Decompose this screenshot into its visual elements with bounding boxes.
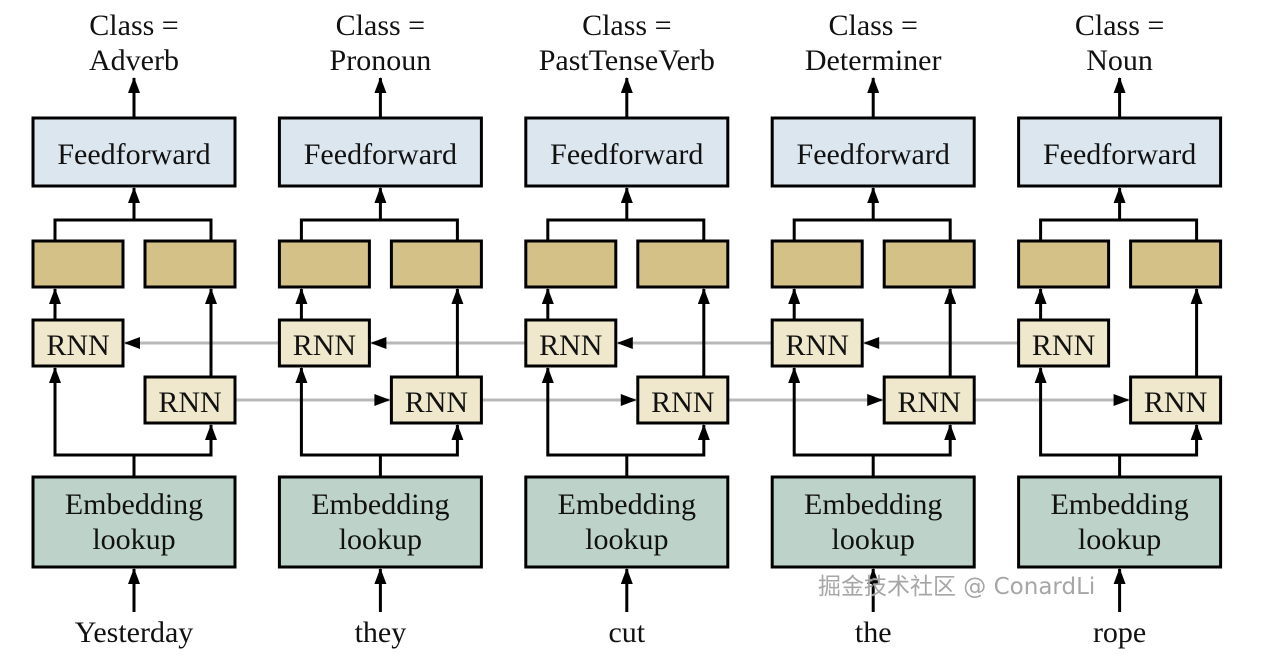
embedding-label-line1: Embedding xyxy=(1050,488,1188,521)
concat-connector xyxy=(1039,218,1199,241)
embedding-to-backward-rnn-arrow xyxy=(49,367,136,477)
feedforward-label: Feedforward xyxy=(550,138,703,171)
input-word: Yesterday xyxy=(75,616,194,649)
forward-rnn-label: RNN xyxy=(158,386,221,419)
embedding-label-line2: lookup xyxy=(832,523,915,556)
forward-state-box xyxy=(882,239,976,289)
forward-state-box xyxy=(143,239,237,289)
forward-rnn-box xyxy=(389,375,483,425)
backward-rnn-box xyxy=(524,318,618,368)
arrow-head xyxy=(370,337,387,349)
feedforward-box xyxy=(770,116,976,188)
feedforward-label: Feedforward xyxy=(57,138,210,171)
embedding-lookup-box xyxy=(770,475,976,569)
arrow-head xyxy=(1113,394,1130,406)
embedding-lookup-box xyxy=(524,475,730,569)
class-label-line1: Class = xyxy=(582,9,671,42)
embedding-label-line1: Embedding xyxy=(804,488,942,521)
concat-connector xyxy=(792,218,952,241)
feedforward-label: Feedforward xyxy=(304,138,457,171)
backward-rnn-box xyxy=(770,318,864,368)
input-word: cut xyxy=(608,616,645,649)
embedding-lookup-box xyxy=(1017,475,1223,569)
embedding-lookup-box xyxy=(31,475,237,569)
feedforward-label: Feedforward xyxy=(797,138,950,171)
backward-state-box xyxy=(1017,239,1111,289)
class-label-value: Determiner xyxy=(805,44,942,77)
embedding-label-line1: Embedding xyxy=(65,488,203,521)
feedforward-box xyxy=(31,116,237,188)
backward-state-box xyxy=(770,239,864,289)
embedding-to-backward-rnn-arrow xyxy=(788,367,875,477)
concat-connector xyxy=(546,218,706,241)
feedforward-box xyxy=(1017,116,1223,188)
feedforward-box xyxy=(277,116,483,188)
arrow-head xyxy=(124,337,140,349)
embedding-label-line2: lookup xyxy=(339,523,422,556)
class-label-line1: Class = xyxy=(336,9,425,42)
backward-rnn-box xyxy=(277,318,371,368)
embedding-to-forward-rnn-arrow xyxy=(1119,424,1203,457)
class-label-line1: Class = xyxy=(1075,9,1164,42)
embedding-label-line1: Embedding xyxy=(558,488,696,521)
backward-rnn-label: RNN xyxy=(539,329,602,362)
arrow-head xyxy=(620,394,637,406)
input-word: the xyxy=(855,616,892,649)
embedding-label-line2: lookup xyxy=(1078,523,1161,556)
backward-rnn-label: RNN xyxy=(293,329,356,362)
embedding-label-line2: lookup xyxy=(92,523,175,556)
input-word: they xyxy=(355,616,407,649)
backward-state-box xyxy=(277,239,371,289)
embedding-to-backward-rnn-arrow xyxy=(295,367,382,477)
embedding-label-line2: lookup xyxy=(585,523,668,556)
forward-state-box xyxy=(636,239,730,289)
forward-rnn-label: RNN xyxy=(405,386,468,419)
concat-connector xyxy=(299,218,459,241)
embedding-to-forward-rnn-arrow xyxy=(380,424,464,457)
forward-state-box xyxy=(389,239,483,289)
backward-rnn-label: RNN xyxy=(1032,329,1095,362)
forward-rnn-box xyxy=(143,375,237,425)
class-label-value: Noun xyxy=(1086,44,1153,77)
class-label-value: Pronoun xyxy=(330,44,432,77)
feedforward-label: Feedforward xyxy=(1043,138,1196,171)
forward-rnn-label: RNN xyxy=(1144,386,1207,419)
arrow-head xyxy=(867,394,884,406)
forward-rnn-label: RNN xyxy=(898,386,961,419)
embedding-to-forward-rnn-arrow xyxy=(134,424,217,457)
embedding-label-line1: Embedding xyxy=(311,488,449,521)
watermark: 掘金技术社区 @ ConardLi xyxy=(818,574,1096,600)
class-label-line1: Class = xyxy=(89,9,178,42)
arrow-head xyxy=(616,337,633,349)
arrow-head xyxy=(374,394,391,406)
forward-rnn-box xyxy=(636,375,730,425)
forward-rnn-box xyxy=(882,375,976,425)
backward-rnn-label: RNN xyxy=(46,329,109,362)
embedding-to-forward-rnn-arrow xyxy=(873,424,957,457)
forward-rnn-label: RNN xyxy=(651,386,714,419)
embedding-to-backward-rnn-arrow xyxy=(541,367,629,477)
feedforward-box xyxy=(524,116,730,188)
input-word: rope xyxy=(1093,616,1146,649)
class-label-value: PastTenseVerb xyxy=(539,44,715,77)
class-label-value: Adverb xyxy=(89,44,179,77)
forward-state-box xyxy=(1129,239,1223,289)
embedding-to-backward-rnn-arrow xyxy=(1034,367,1122,477)
backward-rnn-label: RNN xyxy=(786,329,849,362)
backward-state-box xyxy=(524,239,618,289)
concat-connector xyxy=(53,218,213,241)
embedding-to-forward-rnn-arrow xyxy=(626,424,710,457)
embedding-lookup-box xyxy=(277,475,483,569)
backward-rnn-box xyxy=(1017,318,1111,368)
forward-rnn-box xyxy=(1129,375,1223,425)
class-label-line1: Class = xyxy=(828,9,917,42)
arrow-head xyxy=(863,337,880,349)
backward-rnn-box xyxy=(31,318,125,368)
backward-state-box xyxy=(31,239,125,289)
